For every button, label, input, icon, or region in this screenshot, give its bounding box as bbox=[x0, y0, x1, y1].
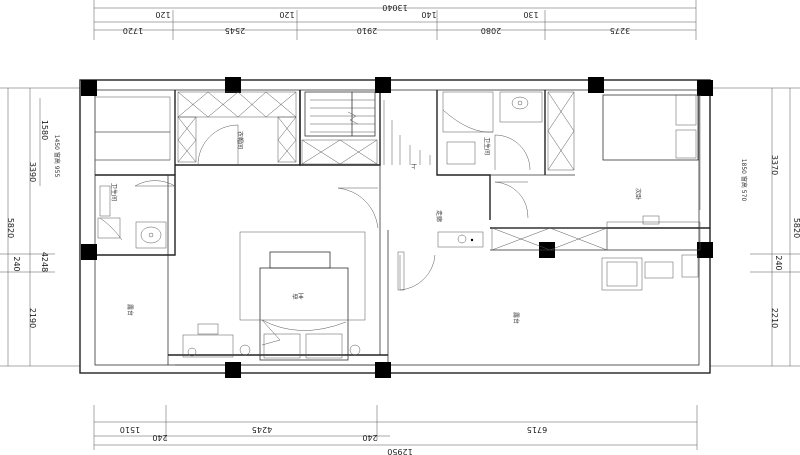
right-bathroom-fixtures bbox=[442, 91, 543, 171]
dim-top-seg-1: 1720 bbox=[123, 26, 143, 35]
staircase: 上 bbox=[301, 91, 431, 170]
dim-bottom-total: 12950 bbox=[387, 447, 412, 455]
dim-top-small-3: 140 bbox=[421, 10, 436, 19]
column bbox=[81, 244, 97, 260]
dim-bottom-seg-3: 6715 bbox=[527, 425, 547, 434]
dim-top-total: 13040 bbox=[382, 3, 407, 12]
dim-top-seg-2: 2545 bbox=[225, 26, 245, 35]
dim-left-outer: 5820 bbox=[6, 218, 15, 238]
left-bathroom-fixtures bbox=[94, 96, 176, 249]
closet-cabinets bbox=[177, 91, 297, 166]
note-left-window: 1450 窗高 955 bbox=[53, 135, 61, 178]
dim-top-small-4: 130 bbox=[523, 10, 538, 19]
left-dimension-chain: 5820 3390 1580 240 4248 2190 1450 窗高 955 bbox=[0, 87, 80, 367]
dim-left-mid: 240 bbox=[12, 256, 21, 271]
dim-right-outer: 5820 bbox=[792, 218, 800, 238]
note-right-window: 1850 窗高 570 bbox=[740, 159, 748, 202]
column bbox=[375, 362, 391, 378]
dim-bottom-seg-2: 4245 bbox=[252, 425, 272, 434]
top-dimension-chain: 13040 120 120 140 130 1720 2545 2910 208… bbox=[93, 0, 697, 40]
dim-right-mid: 240 bbox=[774, 255, 783, 270]
column bbox=[697, 80, 713, 96]
dim-top-small-1: 120 bbox=[155, 10, 170, 19]
room-labels: 卫生间 衣帽间 卫生间 次卧 走廊 主卧 露台 露台 bbox=[110, 131, 642, 324]
dim-bottom-seg-1: 1510 bbox=[120, 425, 140, 434]
interior-walls bbox=[95, 90, 710, 366]
room-label-corridor: 走廊 bbox=[435, 210, 443, 222]
room-label-bath-right: 卫生间 bbox=[483, 137, 491, 155]
column bbox=[225, 77, 241, 93]
dim-bottom-small-1: 240 bbox=[152, 433, 167, 442]
dim-bottom-small-2: 240 bbox=[362, 433, 377, 442]
dim-left-inner: 1580 bbox=[40, 120, 49, 140]
room-label-terrace-right: 露台 bbox=[512, 312, 520, 324]
bed bbox=[602, 94, 699, 161]
structural-columns bbox=[81, 77, 713, 378]
column bbox=[588, 77, 604, 93]
column bbox=[375, 77, 391, 93]
room-label-bedroom-right: 次卧 bbox=[634, 188, 642, 200]
stair-up-label: 上 bbox=[411, 162, 417, 170]
rug bbox=[239, 231, 366, 321]
dim-right-upper: 3370 bbox=[770, 155, 779, 175]
dim-top-seg-4: 2080 bbox=[481, 26, 501, 35]
right-bedroom-furniture bbox=[491, 91, 701, 251]
dim-top-small-2: 120 bbox=[279, 10, 294, 19]
dim-top-seg-3: 2910 bbox=[357, 26, 377, 35]
terrace-furniture bbox=[601, 254, 699, 291]
room-label-master: 主卧 bbox=[292, 292, 304, 300]
dim-right-lower: 2210 bbox=[770, 308, 779, 328]
right-dimension-chain: 5820 3370 240 2210 1850 窗高 570 bbox=[710, 87, 800, 367]
dim-left-upper: 3390 bbox=[28, 162, 37, 182]
master-bedroom-furniture bbox=[182, 231, 366, 361]
dim-top-seg-5: 3275 bbox=[610, 26, 630, 35]
column bbox=[697, 242, 713, 258]
dim-left-lower: 2190 bbox=[28, 308, 37, 328]
room-label-terrace-left: 露台 bbox=[126, 304, 134, 316]
column bbox=[225, 362, 241, 378]
dim-left-mid2: 4248 bbox=[40, 252, 49, 272]
corridor-elements bbox=[337, 187, 484, 291]
bottom-dimension-chain: 1510 4245 6715 240 240 12950 bbox=[93, 405, 698, 455]
room-label-bath-left: 卫生间 bbox=[110, 183, 118, 201]
column bbox=[81, 80, 97, 96]
master-bed bbox=[259, 267, 349, 361]
room-label-closet: 衣帽间 bbox=[236, 131, 244, 149]
